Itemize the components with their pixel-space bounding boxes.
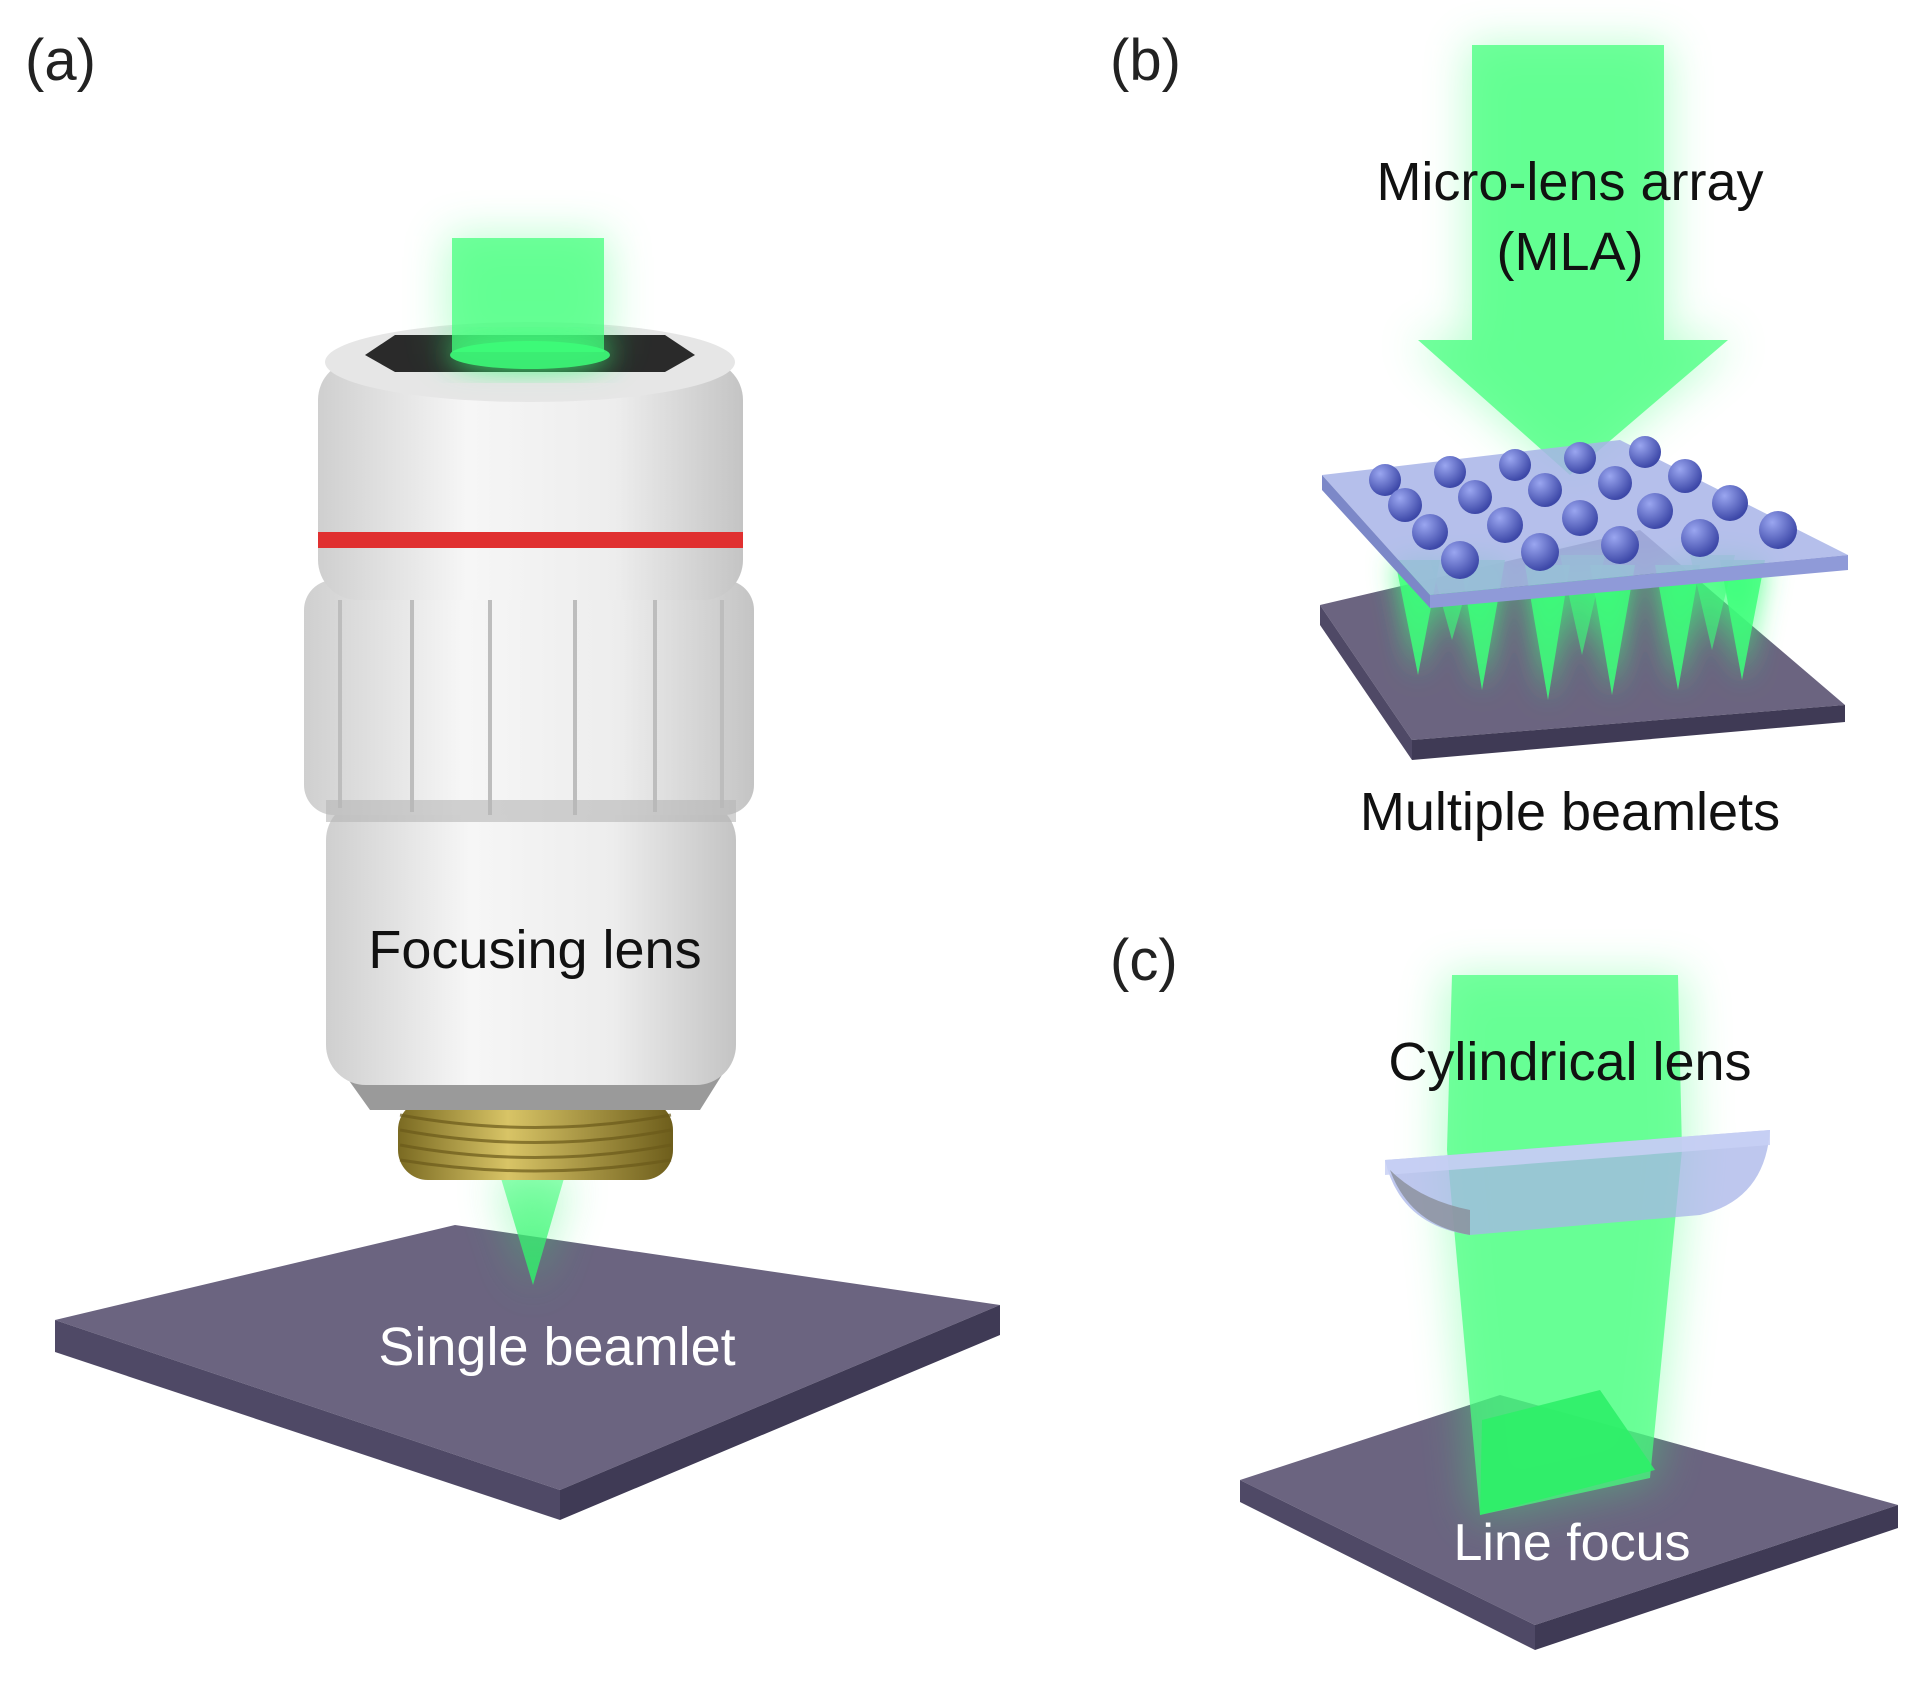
beam-cone-a <box>495 1175 570 1290</box>
incident-beam-arrow-b <box>1412 45 1735 480</box>
panel-b-tag: (b) <box>1110 28 1181 93</box>
lens-label-b-line2: (MLA) <box>1497 222 1644 282</box>
sample-label-c: Line focus <box>1453 1514 1690 1572</box>
panel-b: (b) Micro-lens array (MLA) <box>1110 28 1848 842</box>
substrate-c <box>1240 1395 1898 1650</box>
panel-a: (a) <box>25 28 1000 1520</box>
lens-label-a: Focusing lens <box>368 920 701 980</box>
panel-a-tag: (a) <box>25 28 96 93</box>
micro-lens-array-icon <box>1322 436 1848 608</box>
sample-label-b: Multiple beamlets <box>1360 782 1780 842</box>
panel-c: (c) Cylindrical lens Line focus <box>1110 928 1898 1650</box>
sample-label-a: Single beamlet <box>378 1317 735 1377</box>
line-beam-c <box>1440 975 1690 1520</box>
cylindrical-lens-icon <box>1385 1130 1770 1235</box>
objective-lens-icon <box>304 236 754 1180</box>
panel-c-tag: (c) <box>1110 928 1178 993</box>
lens-label-b-line1: Micro-lens array <box>1376 152 1763 212</box>
substrate-a <box>55 1225 1000 1520</box>
lens-label-c: Cylindrical lens <box>1388 1032 1751 1092</box>
